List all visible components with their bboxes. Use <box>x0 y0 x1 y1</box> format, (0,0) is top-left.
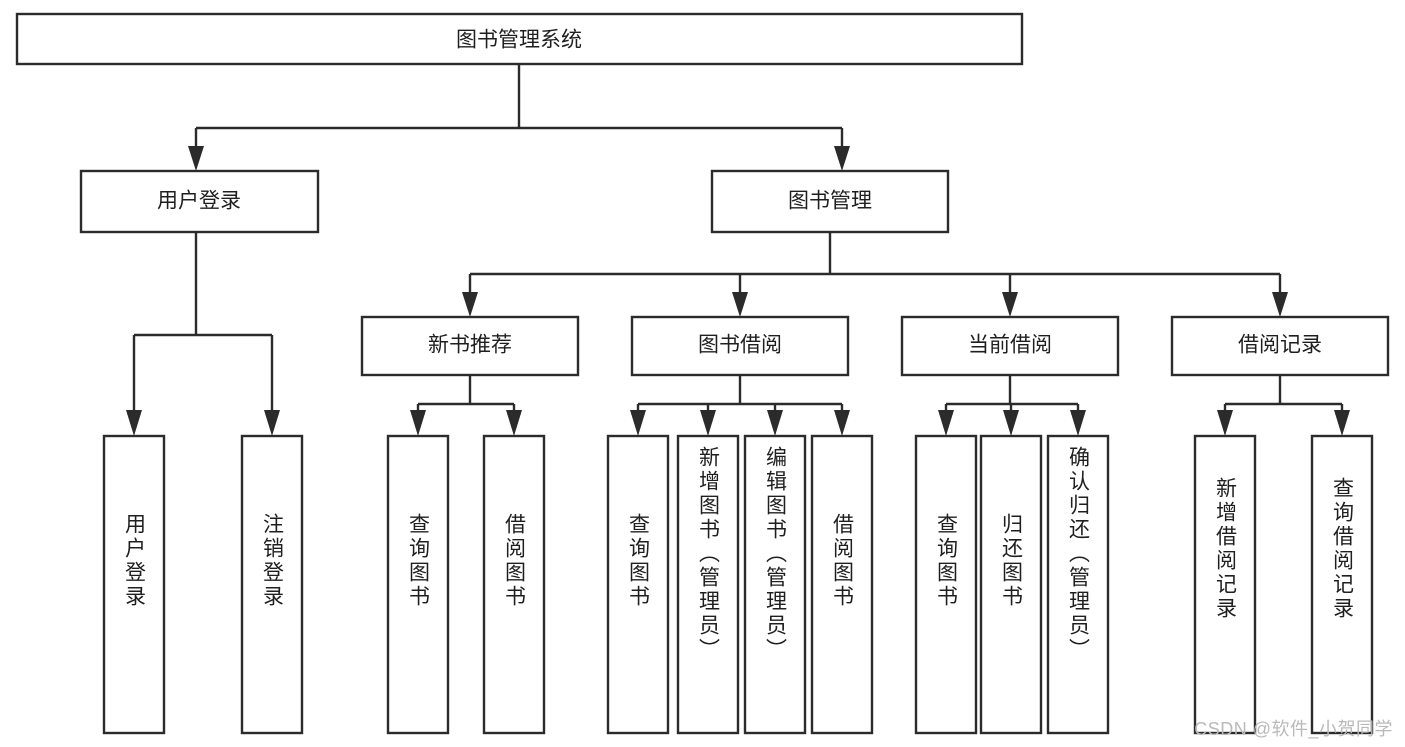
node-user-login-box[interactable] <box>79 169 320 234</box>
arrow-head-icon <box>410 410 426 436</box>
connector-bookmgmt-to-level3 <box>462 232 1288 317</box>
leaf-box-borrow-book-2[interactable] <box>810 434 874 735</box>
node-root-box[interactable] <box>15 12 1024 66</box>
arrow-head-icon <box>834 410 850 436</box>
leaf-box-return-book[interactable] <box>979 434 1043 735</box>
watermark-text: CSDN @软件_小贺同学 <box>1194 719 1393 739</box>
node-book-borrow[interactable]: 图书借阅 <box>630 315 850 377</box>
arrow-head-icon <box>264 410 280 436</box>
node-new-book-recommend[interactable]: 新书推荐 <box>360 315 580 377</box>
node-book-management-box[interactable] <box>710 169 950 234</box>
arrow-head-icon <box>834 146 850 171</box>
node-user-login-label: 用户登录 <box>157 190 241 213</box>
arrow-head-icon <box>188 146 204 171</box>
node-new-book-recommend-label: 新书推荐 <box>428 334 512 357</box>
leaf-box-user-login[interactable] <box>102 434 166 735</box>
connector-currentborrow-to-leaves <box>938 375 1086 436</box>
node-current-borrow[interactable]: 当前借阅 <box>900 315 1120 377</box>
connector-userlogin-to-leaves <box>126 232 280 436</box>
leaf-box-add-borrow-record[interactable] <box>1193 434 1257 735</box>
arrow-head-icon <box>1003 410 1019 436</box>
node-root-label: 图书管理系统 <box>456 29 582 52</box>
connector-record-to-leaves <box>1217 375 1350 436</box>
arrow-head-icon <box>938 410 954 436</box>
node-borrow-record-label: 借阅记录 <box>1238 334 1322 357</box>
leaf-box-query-book-1[interactable] <box>386 434 450 735</box>
leaf-group-user-login <box>102 434 304 735</box>
arrow-head-icon <box>1272 292 1288 317</box>
leaf-box-query-book-2[interactable] <box>606 434 670 735</box>
node-root[interactable]: 图书管理系统 <box>15 12 1024 66</box>
node-borrow-record-box[interactable] <box>1170 315 1390 377</box>
node-current-borrow-box[interactable] <box>900 315 1120 377</box>
arrow-head-icon <box>1070 410 1086 436</box>
arrow-head-icon <box>1002 292 1018 317</box>
node-current-borrow-label: 当前借阅 <box>968 334 1052 357</box>
arrow-head-icon <box>732 292 748 317</box>
leaf-group-new-book-recommend <box>386 434 546 735</box>
node-book-borrow-box[interactable] <box>630 315 850 377</box>
arrow-head-icon <box>1334 410 1350 436</box>
arrow-head-icon <box>630 410 646 436</box>
arrow-head-icon <box>462 292 478 317</box>
connector-newbook-to-leaves <box>410 375 522 436</box>
connector-root-to-level2 <box>188 64 850 171</box>
leaf-box-confirm-return-admin[interactable] <box>1046 434 1110 735</box>
arrow-head-icon <box>1217 410 1233 436</box>
arrow-head-icon <box>767 410 783 436</box>
arrow-head-icon <box>700 410 716 436</box>
node-book-management[interactable]: 图书管理 <box>710 169 950 234</box>
arrow-head-icon <box>506 410 522 436</box>
node-borrow-record[interactable]: 借阅记录 <box>1170 315 1390 377</box>
leaf-box-edit-book-admin[interactable] <box>743 434 807 735</box>
leaf-box-query-borrow-record[interactable] <box>1310 434 1374 735</box>
leaf-box-query-book-3[interactable] <box>914 434 978 735</box>
leaf-group-borrow-record <box>1193 434 1374 735</box>
node-new-book-recommend-box[interactable] <box>360 315 580 377</box>
node-book-management-label: 图书管理 <box>788 190 872 213</box>
connector-borrow-to-leaves <box>630 375 850 436</box>
leaf-box-borrow-book-1[interactable] <box>482 434 546 735</box>
node-book-borrow-label: 图书借阅 <box>698 334 782 357</box>
leaf-box-add-book-admin[interactable] <box>676 434 740 735</box>
arrow-head-icon <box>126 410 142 436</box>
node-user-login[interactable]: 用户登录 <box>79 169 320 234</box>
leaf-group-current-borrow <box>914 434 1110 735</box>
leaf-group-book-borrow <box>606 434 874 735</box>
leaf-box-logout[interactable] <box>240 434 304 735</box>
